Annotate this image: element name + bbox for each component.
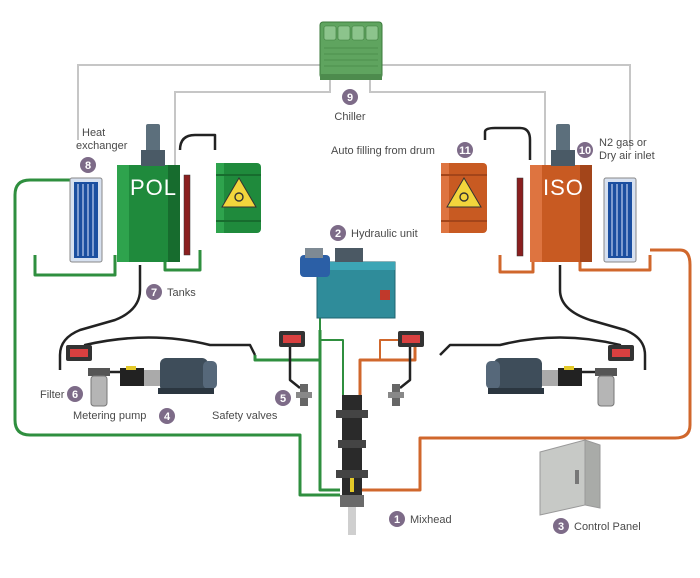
svg-text:7: 7 <box>151 287 157 299</box>
svg-text:3: 3 <box>558 521 564 533</box>
callout-n2-inlet: 10 N2 gas or Dry air inlet <box>577 137 655 162</box>
callout-tanks: 7 Tanks <box>146 284 196 300</box>
heat-exchanger-label-2: exchanger <box>76 140 128 152</box>
svg-text:10: 10 <box>579 145 591 157</box>
mixhead-label: Mixhead <box>410 514 452 526</box>
iso-drum <box>441 163 487 233</box>
filter-right <box>595 368 617 407</box>
control-panel-label: Control Panel <box>574 521 641 533</box>
callout-auto-filling: Auto filling from drum 11 <box>331 142 473 158</box>
gauge-icon <box>398 331 424 347</box>
svg-text:11: 11 <box>459 145 471 157</box>
safety-valve-right <box>388 384 404 406</box>
callout-control-panel: 3 Control Panel <box>553 518 641 534</box>
svg-text:6: 6 <box>72 389 78 401</box>
heat-exchanger-left <box>69 177 103 263</box>
svg-text:1: 1 <box>394 514 400 526</box>
pump-icon <box>120 358 217 394</box>
pol-tank-label: POL <box>130 175 177 200</box>
svg-text:2: 2 <box>335 228 341 240</box>
n2-inlet-label-2: Dry air inlet <box>599 150 655 162</box>
svg-text:5: 5 <box>280 393 286 405</box>
callout-metering-pump: Metering pump 4 <box>73 408 175 424</box>
callout-mixhead: 1 Mixhead <box>389 511 452 527</box>
gauge-icon <box>66 345 92 361</box>
mixhead <box>336 395 368 535</box>
filter-label: Filter <box>40 389 65 401</box>
svg-text:9: 9 <box>347 92 353 104</box>
gauge-icon <box>279 331 305 347</box>
n2-inlet-label-1: N2 gas or <box>599 137 647 149</box>
chiller-piping <box>77 64 631 165</box>
chiller-label: Chiller <box>334 111 366 123</box>
safety-valve-left <box>296 384 312 406</box>
hydraulic-unit <box>300 248 396 319</box>
callout-heat-exchanger: Heat exchanger 8 <box>76 127 128 173</box>
heat-exchanger-label-1: Heat <box>82 127 105 139</box>
iso-tank-label: ISO <box>543 175 584 200</box>
metering-pump-label: Metering pump <box>73 410 146 422</box>
chiller-unit <box>319 21 383 80</box>
pol-tank: POL <box>117 124 191 262</box>
heat-exchanger-right <box>603 177 637 263</box>
control-panel <box>539 439 601 516</box>
svg-text:4: 4 <box>164 411 171 423</box>
auto-filling-label: Auto filling from drum <box>331 145 435 157</box>
filter-left <box>88 368 110 407</box>
svg-text:8: 8 <box>85 160 91 172</box>
safety-valves-label: Safety valves <box>212 410 278 422</box>
pol-circuit-pipes <box>13 178 344 497</box>
tanks-label: Tanks <box>167 287 196 299</box>
iso-circuit-pipes <box>358 248 692 492</box>
callout-filter: Filter 6 <box>40 386 83 402</box>
pump-icon <box>486 358 582 394</box>
callout-hydraulic-unit: 2 Hydraulic unit <box>330 225 418 241</box>
callout-safety-valves: 5 Safety valves <box>212 390 291 422</box>
hydraulic-unit-label: Hydraulic unit <box>351 228 418 240</box>
callout-chiller: 9 Chiller <box>334 89 366 123</box>
pol-drum <box>216 163 261 233</box>
iso-tank: ISO <box>516 124 592 262</box>
gauge-icon <box>608 345 634 361</box>
